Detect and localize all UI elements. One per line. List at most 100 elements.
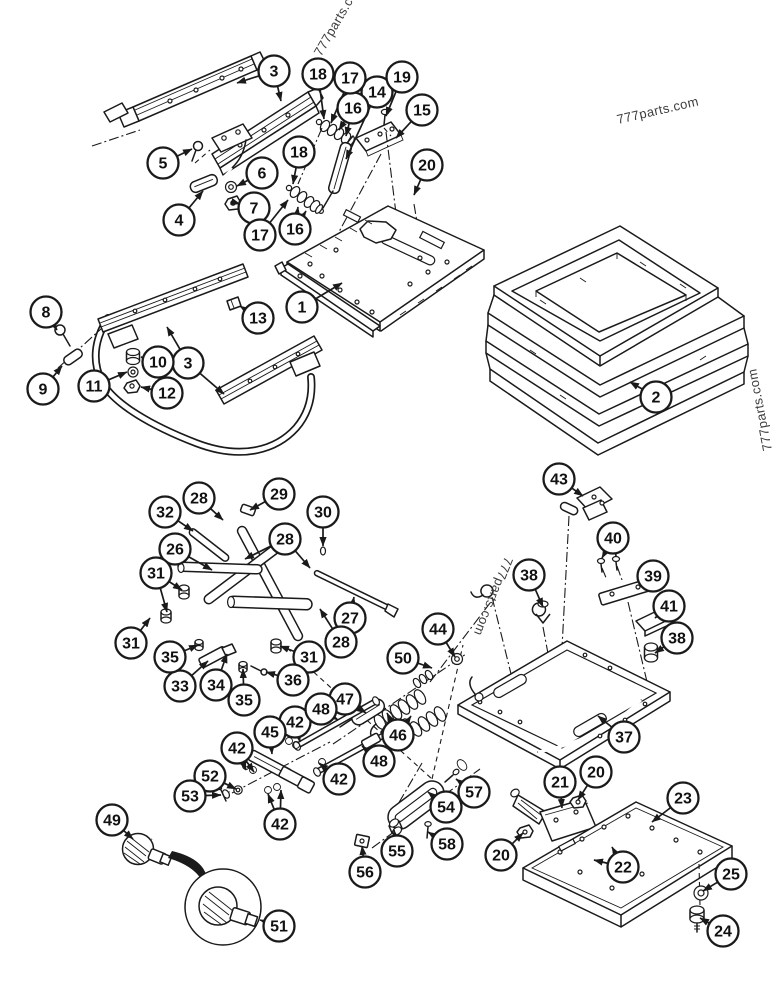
leader-line-1	[314, 282, 343, 300]
callout-3: 3	[171, 346, 205, 380]
callout-number: 3	[184, 356, 193, 373]
leader-line-2	[629, 381, 643, 390]
callout-number: 24	[714, 924, 732, 941]
callout-number: 42	[330, 772, 348, 789]
callout-53: 53	[173, 779, 207, 813]
leader-line-31	[139, 617, 151, 632]
callout-circle	[193, 759, 227, 793]
leader-line-9	[52, 365, 63, 378]
callout-number: 3	[270, 64, 279, 81]
callout-number: 50	[394, 651, 412, 668]
callout-circle	[304, 692, 338, 726]
callout-21: 21	[543, 765, 577, 799]
leader-line-46	[386, 712, 395, 723]
callout-number: 41	[660, 599, 678, 616]
callout-number: 17	[251, 228, 269, 245]
leader-line-20	[413, 178, 422, 196]
callout-circle	[639, 380, 673, 414]
bellows-cushion	[485, 225, 749, 456]
callout-circle	[285, 290, 319, 324]
callout-number: 35	[161, 650, 179, 667]
callout-circle	[95, 803, 129, 837]
leader-line-35	[239, 668, 247, 685]
callout-number: 30	[314, 505, 332, 522]
callout-circle	[141, 345, 175, 379]
callout-41: 41	[652, 589, 686, 623]
callout-circle	[324, 625, 358, 659]
callout-circle	[263, 807, 297, 841]
callout-14: 14	[360, 75, 394, 109]
callout-58: 58	[430, 827, 464, 861]
callout-28: 28	[324, 625, 358, 659]
callout-40: 40	[596, 521, 630, 555]
callout-number: 37	[615, 730, 633, 747]
callout-29: 29	[262, 477, 296, 511]
callout-38: 38	[512, 558, 546, 592]
callout-5: 5	[146, 146, 180, 180]
callout-number: 32	[156, 505, 174, 522]
callout-circle	[220, 731, 254, 765]
callout-number: 54	[437, 800, 455, 817]
callout-7: 7	[237, 191, 271, 225]
callout-number: 13	[249, 311, 267, 328]
callout-number: 39	[644, 569, 662, 586]
leader-line-38	[654, 644, 665, 654]
callout-26: 26	[158, 532, 192, 566]
leader-line-18	[319, 89, 327, 120]
callout-20: 20	[410, 148, 444, 182]
callout-circle	[153, 640, 187, 674]
callout-circle	[173, 779, 207, 813]
callout-circle	[714, 857, 748, 891]
callout-31: 31	[114, 626, 148, 660]
leader-line-42	[277, 789, 285, 809]
leader-line-32	[177, 519, 194, 532]
callout-number: 23	[674, 791, 692, 808]
callout-18: 18	[301, 57, 335, 91]
callout-number: 49	[103, 813, 121, 830]
callout-32: 32	[148, 495, 182, 529]
callout-number: 31	[122, 636, 140, 653]
callout-number: 33	[171, 679, 189, 696]
callout-circle	[636, 559, 670, 593]
callout-number: 17	[341, 71, 359, 88]
leader-line-18	[291, 167, 299, 185]
callout-circle	[484, 838, 518, 872]
leader-line-31	[279, 645, 295, 653]
leader-line-40	[601, 548, 610, 559]
callout-circle	[333, 61, 367, 95]
callout-number: 55	[388, 844, 406, 861]
leader-line-11	[107, 371, 128, 381]
callout-number: 10	[149, 355, 167, 372]
callout-42: 42	[322, 762, 356, 796]
callout-number: 8	[42, 305, 51, 322]
callout-number: 46	[389, 728, 407, 745]
callout-circle	[199, 668, 233, 702]
callout-number: 20	[418, 158, 436, 175]
callout-50: 50	[386, 641, 420, 675]
callout-17: 17	[243, 218, 277, 252]
callout-9: 9	[26, 372, 60, 406]
callout-35: 35	[153, 640, 187, 674]
callout-number: 36	[284, 673, 302, 690]
callout-circle	[542, 462, 576, 496]
callout-number: 26	[166, 542, 184, 559]
callout-57: 57	[457, 775, 491, 809]
callout-circle	[29, 295, 63, 329]
callout-circle	[457, 775, 491, 809]
callout-circle	[146, 146, 180, 180]
callout-number: 16	[344, 101, 362, 118]
callout-number: 12	[158, 386, 176, 403]
callout-34: 34	[199, 668, 233, 702]
leader-line-49	[122, 829, 134, 840]
leader-line-43	[571, 487, 584, 497]
leader-line-47	[356, 705, 367, 714]
callout-circle	[163, 669, 197, 703]
leader-line-35	[183, 644, 199, 652]
callout-18: 18	[282, 135, 316, 169]
leader-line-31	[159, 587, 169, 613]
callout-number: 58	[438, 837, 456, 854]
leader-line-3	[199, 372, 225, 395]
callout-49: 49	[95, 803, 129, 837]
callout-circle	[360, 75, 394, 109]
